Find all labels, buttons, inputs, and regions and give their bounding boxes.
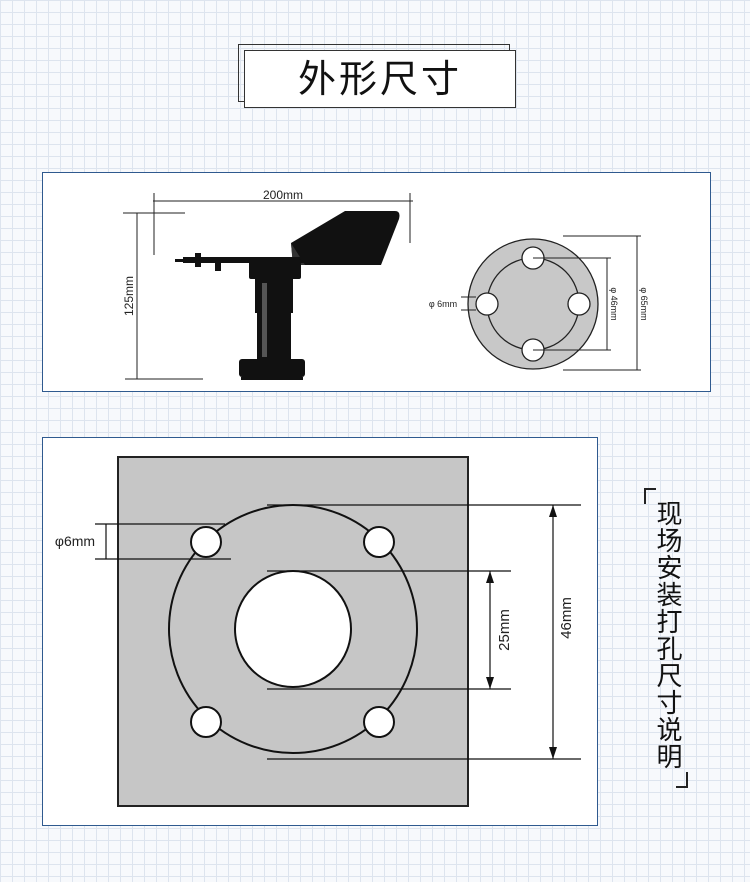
sensor-upper-body [255,279,293,313]
installation-note-text: 现场安装打孔尺寸说明 [652,500,682,770]
title-frame-front [244,50,516,108]
note-bracket-open [644,488,656,504]
installation-note: 现场安装打孔尺寸说明 [644,488,688,788]
sensor-base-plate [241,377,303,380]
mount-hole-label: φ6mm [55,533,95,549]
center-dim-arrow-top [486,571,494,583]
vane-hub [249,259,301,279]
flange-inner-label: φ 46mm [609,287,619,320]
center-dim-label: 25mm [496,609,513,651]
flange-hole-left [475,292,499,316]
flange-top-view: φ 6mm φ 46mm φ 65mm [429,235,649,371]
mount-hole-bottom-right [363,706,395,738]
circle-dim-arrow-bottom [549,747,557,759]
sensor-flange-base [239,359,305,377]
height-label: 125mm [122,276,136,316]
width-label: 200mm [263,188,303,202]
vane-arm-tip [175,259,187,262]
outline-drawing: 200mm 125mm [122,188,649,380]
vane-fin [291,211,400,265]
flange-outer-label: φ 65mm [639,287,649,320]
circle-dim-label: 46mm [558,597,575,639]
note-bracket-close [676,772,688,788]
mounting-plate-drawing: φ6mm 46mm 25mm [55,456,581,807]
mount-hole-bottom-left [190,706,222,738]
wind-vane-image [175,211,400,380]
sensor-highlight [262,283,267,357]
vane-arm [183,257,305,263]
flange-hole-label: φ 6mm [429,299,457,309]
mounting-hole-panel: φ6mm 46mm 25mm [42,437,598,826]
flange-hole-right [567,292,591,316]
center-hole [234,570,352,688]
vane-counterweight [195,253,201,267]
section-title: 外形尺寸 [297,57,462,101]
mount-hole-top-right [363,526,395,558]
center-dim-arrow-bottom [486,677,494,689]
vane-screw [215,257,221,271]
section-title-box: 外形尺寸 [238,44,518,110]
circle-dim-arrow-top [549,505,557,517]
mount-hole-top-left [190,526,222,558]
outline-dimension-panel: 200mm 125mm [42,172,711,392]
